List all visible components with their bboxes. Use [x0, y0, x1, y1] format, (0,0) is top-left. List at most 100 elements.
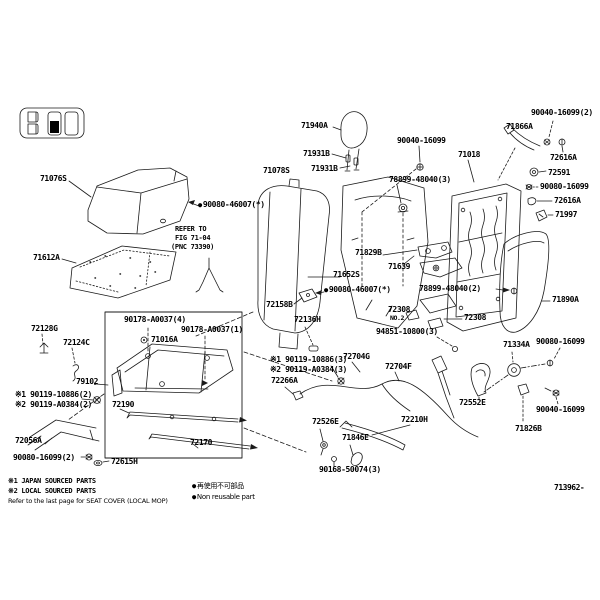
- part-label-72615H: 72615H: [111, 457, 138, 466]
- non-reusable-dot-icon: ●: [324, 286, 328, 294]
- part-label-71018: 71018: [458, 150, 481, 159]
- seat-back-pad-drawing: [307, 176, 429, 329]
- part-number: 90080-46007(*): [328, 285, 391, 294]
- part-label-72704G: 72704G: [343, 352, 370, 361]
- grommet-71334a-drawing: [483, 347, 561, 393]
- part-label-71016A: 71016A: [151, 335, 178, 344]
- part-label-72308-no2: 72308: [388, 305, 411, 314]
- wire-clip-drawing: [195, 257, 224, 293]
- part-label-71078S: 71078S: [263, 166, 290, 175]
- part-label-71639: 71639: [388, 262, 411, 271]
- seat-cushion-pad-drawing: [61, 245, 177, 299]
- part-label-79102: 79102: [76, 377, 99, 386]
- cover-71826b-drawing: [517, 383, 560, 424]
- part-label-90119-mid-1: ※1 90119-10886(3): [270, 355, 347, 364]
- part-label-72616A-upper: 72616A: [550, 153, 577, 162]
- part-label-90119-left-1: ※1 90119-10886(2): [15, 390, 92, 399]
- part-label-72056A: 72056A: [15, 436, 42, 445]
- projection-lines: [67, 311, 333, 453]
- bolt-48040-3-drawing: [396, 184, 409, 287]
- part-label-90178-A0037-left: 90178-A0037(4): [124, 315, 186, 324]
- part-label-90080-16099-grommet: 90080-16099: [536, 337, 585, 346]
- striker-72616a-lower-drawing: [527, 197, 553, 206]
- part-label-71931B-lower: 71931B: [311, 164, 338, 173]
- part-label-71846E: 71846E: [342, 433, 369, 442]
- refer-note-line1: REFER TO: [175, 225, 207, 233]
- legend-note-local: ※2 LOCAL SOURCED PARTS: [8, 487, 96, 495]
- screw-16099-bottom-left-drawing: [80, 453, 93, 461]
- nut-16099-headrest-drawing: [361, 145, 424, 289]
- non-reusable-dot-icon: ●: [192, 493, 196, 501]
- belt-guide-72136h-drawing: [304, 326, 319, 352]
- part-label-90040-16099-2: 90040-16099(2): [531, 108, 593, 117]
- seat-locator-icon: [19, 107, 85, 139]
- part-label-90080-16099-right: 90080-16099: [540, 182, 589, 191]
- legend-note-refer: Refer to the last page for SEAT COVER (L…: [8, 497, 168, 505]
- refer-note-line2: FIG 71-04: [175, 234, 211, 242]
- part-label-90168-50074: 90168-50074(3): [319, 465, 381, 474]
- screw-50074-drawing: [331, 456, 337, 468]
- part-label-90119-mid-2: ※2 90119-A0384(3): [270, 365, 347, 374]
- part-label-72210H: 72210H: [401, 415, 428, 424]
- clip-72124c-drawing: [71, 347, 79, 382]
- figure-code: 713962-: [554, 483, 585, 492]
- part-label-72526E: 72526E: [312, 417, 339, 426]
- seat-back-cover-drawing: [257, 178, 330, 350]
- part-label-72190: 72190: [112, 400, 135, 409]
- bolt-90119-left-drawing: [81, 396, 101, 404]
- part-label-72552E: 72552E: [459, 398, 486, 407]
- part-label-71866A: 71866A: [506, 122, 533, 131]
- part-label-94851-10800: 94851-10800(3): [376, 327, 438, 336]
- part-label-71997: 71997: [555, 210, 578, 219]
- part-label-72136H: 72136H: [294, 315, 321, 324]
- leader-46007-upper: [188, 200, 200, 207]
- refer-note-line3: (PNC 73390): [171, 243, 215, 251]
- bolt-90119-mid-drawing: [330, 365, 345, 385]
- part-label-90040-16099-headrest: 90040-16099: [397, 136, 446, 145]
- bracket-72266a-drawing: [284, 386, 304, 401]
- part-label-72266A: 72266A: [271, 376, 298, 385]
- leader-46007-lower: [315, 290, 325, 295]
- cushion-frame-drawing: [111, 327, 234, 397]
- strap-72552e-drawing: [470, 363, 491, 401]
- part-label-78899-48040-2: 78899-48040(2): [419, 284, 481, 293]
- part-label-90080-46007-upper: ●90080-46007(*): [198, 200, 265, 210]
- part-label-90040-16099-bottom-right: 90040-16099: [536, 405, 585, 414]
- legend-text: 再使用不可部品: [196, 482, 244, 490]
- part-label-72124C: 72124C: [63, 338, 90, 347]
- clip-72526e-drawing: [319, 428, 328, 456]
- seat-back-frame-drawing: [446, 159, 522, 332]
- rod-79102-drawing: [94, 383, 109, 386]
- handle-72210h-drawing: [339, 420, 411, 451]
- hook-71846e-drawing: [349, 444, 363, 466]
- part-label-72308: 72308: [464, 313, 487, 322]
- part-label-72591: 72591: [548, 168, 571, 177]
- part-label-72128G: 72128G: [31, 324, 58, 333]
- lock-72591-drawing: [529, 167, 547, 177]
- floor-72056a-drawing: [27, 419, 100, 451]
- torsion-rod-72170-drawing: [148, 433, 258, 450]
- cable-72704-drawing: [299, 361, 479, 438]
- part-label-71940A: 71940A: [301, 121, 328, 130]
- legend-non-reusable-en: ●Non reusable part: [192, 493, 255, 502]
- part-label-72158B: 72158B: [266, 300, 293, 309]
- part-label-90178-A0037-right: 90178-A0037(1): [181, 325, 243, 334]
- part-label-90119-left-2: ※2 90119-A0384(2): [15, 400, 92, 409]
- part-number: 90080-46007(*): [202, 200, 265, 209]
- headrest-drawing: [331, 111, 368, 172]
- part-label-72704F: 72704F: [385, 362, 412, 371]
- hinge-71866a-drawing: [497, 120, 566, 181]
- part-label-71652S: 71652S: [333, 270, 360, 279]
- seat-leg-drawing: [431, 355, 455, 419]
- hook-72615h-drawing: [93, 459, 110, 466]
- hinge-72158b-drawing: [293, 288, 318, 305]
- non-reusable-dot-icon: ●: [198, 201, 202, 209]
- clip-72128g-drawing: [39, 333, 49, 354]
- part-label-71076S: 71076S: [40, 174, 67, 183]
- part-label-71826B: 71826B: [515, 424, 542, 433]
- part-label-71931B-upper: 71931B: [303, 149, 330, 158]
- nut-16099-right-drawing: [525, 183, 539, 190]
- part-label-72308-no2-sub: NO.2: [390, 314, 405, 322]
